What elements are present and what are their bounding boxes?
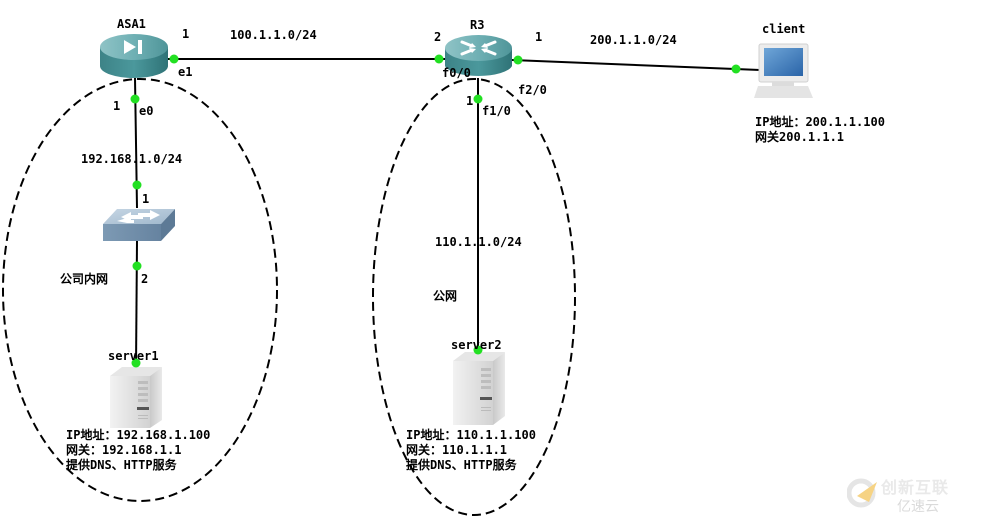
port-dot-switch-up[interactable] xyxy=(132,180,142,190)
port-label-r3-f10: f1/0 xyxy=(482,104,511,118)
server2-gateway: 网关：110.1.1.1 xyxy=(406,443,508,457)
port-label-r3-f20: f2/0 xyxy=(518,83,547,97)
host-num-r3-f20: 1 xyxy=(535,30,543,44)
port-dot-r3-f20[interactable] xyxy=(513,55,523,65)
port-dot-client[interactable] xyxy=(731,64,741,74)
port-label-asa1-e1: e1 xyxy=(178,65,193,79)
server1-services: 提供DNS、HTTP服务 xyxy=(66,458,177,472)
r3-name-label: R3 xyxy=(470,18,485,32)
server1-name-label: server1 xyxy=(108,349,159,363)
client-pc-icon[interactable] xyxy=(754,43,813,98)
client-info: IP地址：200.1.1.100 网关200.1.1.1 xyxy=(755,115,885,145)
host-num-switch-down: 2 xyxy=(141,272,149,286)
zone-label-internal: 公司内网 xyxy=(60,272,109,286)
client-name-label: client xyxy=(762,22,806,36)
watermark-logo-icon xyxy=(847,478,877,508)
server2-services: 提供DNS、HTTP服务 xyxy=(406,458,517,472)
port-dot-switch-down[interactable] xyxy=(132,261,142,271)
watermark-line1: 创新互联 xyxy=(881,478,950,497)
server1-info: IP地址：192.168.1.100 网关：192.168.1.1 提供DNS、… xyxy=(66,428,210,473)
subnet-label-client: 200.1.1.0/24 xyxy=(590,33,677,47)
host-num-r3-f00: 2 xyxy=(434,30,442,44)
server2-ip: IP地址：110.1.1.100 xyxy=(406,428,536,442)
zone-public-ellipse xyxy=(372,78,576,516)
server2-name-label: server2 xyxy=(451,338,502,352)
r3-router-icon[interactable] xyxy=(445,35,512,76)
subnet-label-outside: 100.1.1.0/24 xyxy=(230,28,317,42)
port-dot-r3-f00[interactable] xyxy=(434,54,444,64)
port-label-asa1-e0: e0 xyxy=(139,104,154,118)
server1-ip: IP地址：192.168.1.100 xyxy=(66,428,211,442)
port-dot-asa1-e1[interactable] xyxy=(169,54,179,64)
server2-icon[interactable] xyxy=(453,352,505,425)
server1-icon[interactable] xyxy=(110,367,162,428)
switch-icon[interactable] xyxy=(103,209,175,241)
server1-gateway: 网关：192.168.1.1 xyxy=(66,443,182,457)
client-gateway: 网关200.1.1.1 xyxy=(755,130,845,144)
server2-info: IP地址：110.1.1.100 网关：110.1.1.1 提供DNS、HTTP… xyxy=(406,428,536,473)
port-dot-r3-f10[interactable] xyxy=(473,94,483,104)
asa1-firewall-icon[interactable] xyxy=(100,34,168,78)
zone-internal-ellipse xyxy=(2,78,278,502)
watermark-line2: 亿速云 xyxy=(897,499,939,515)
watermark: 创新互联 亿速云 xyxy=(845,472,975,516)
port-dot-asa1-e0[interactable] xyxy=(130,94,140,104)
host-num-r3-f10: 1 xyxy=(466,94,474,108)
port-label-r3-f00: f0/0 xyxy=(442,66,471,80)
link-r3-client[interactable] xyxy=(511,59,761,71)
subnet-label-inside: 192.168.1.0/24 xyxy=(81,152,183,166)
asa1-name-label: ASA1 xyxy=(117,17,146,31)
port-dot-server2[interactable] xyxy=(473,345,483,355)
port-dot-server1[interactable] xyxy=(131,358,141,368)
subnet-label-public: 110.1.1.0/24 xyxy=(435,235,522,249)
host-num-asa1-e0: 1 xyxy=(113,99,121,113)
zone-label-public: 公网 xyxy=(433,289,458,303)
host-num-asa1-e1: 1 xyxy=(182,27,190,41)
client-ip: IP地址：200.1.1.100 xyxy=(755,115,885,129)
host-num-switch-up: 1 xyxy=(142,192,150,206)
